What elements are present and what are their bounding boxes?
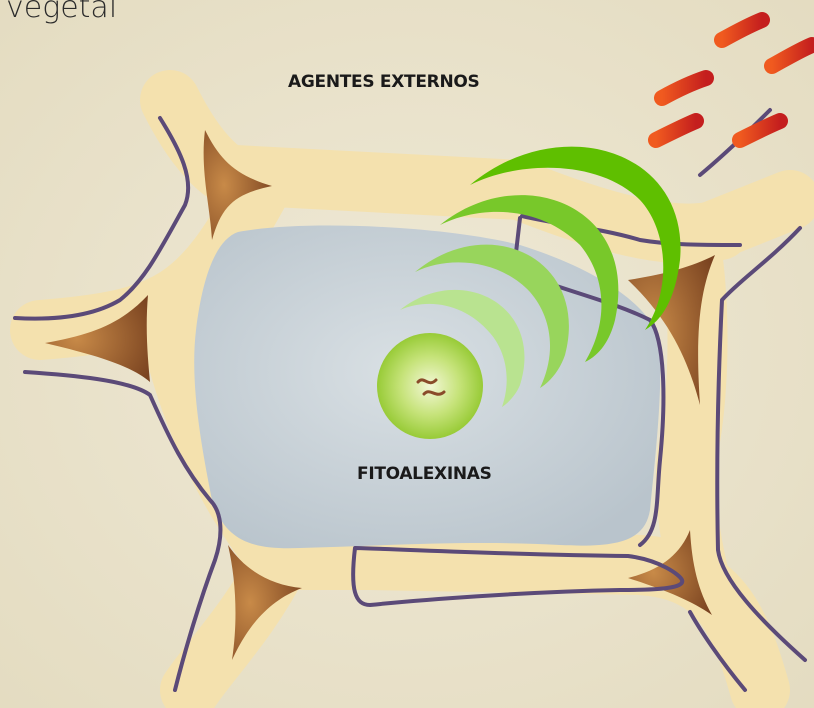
nucleus — [377, 333, 483, 439]
phytoalexins-label: FITOALEXINAS — [357, 464, 492, 484]
external-agents-label: AGENTES EXTERNOS — [288, 72, 479, 92]
page-title: vegetal — [6, 0, 117, 25]
nucleus-body — [377, 333, 483, 439]
